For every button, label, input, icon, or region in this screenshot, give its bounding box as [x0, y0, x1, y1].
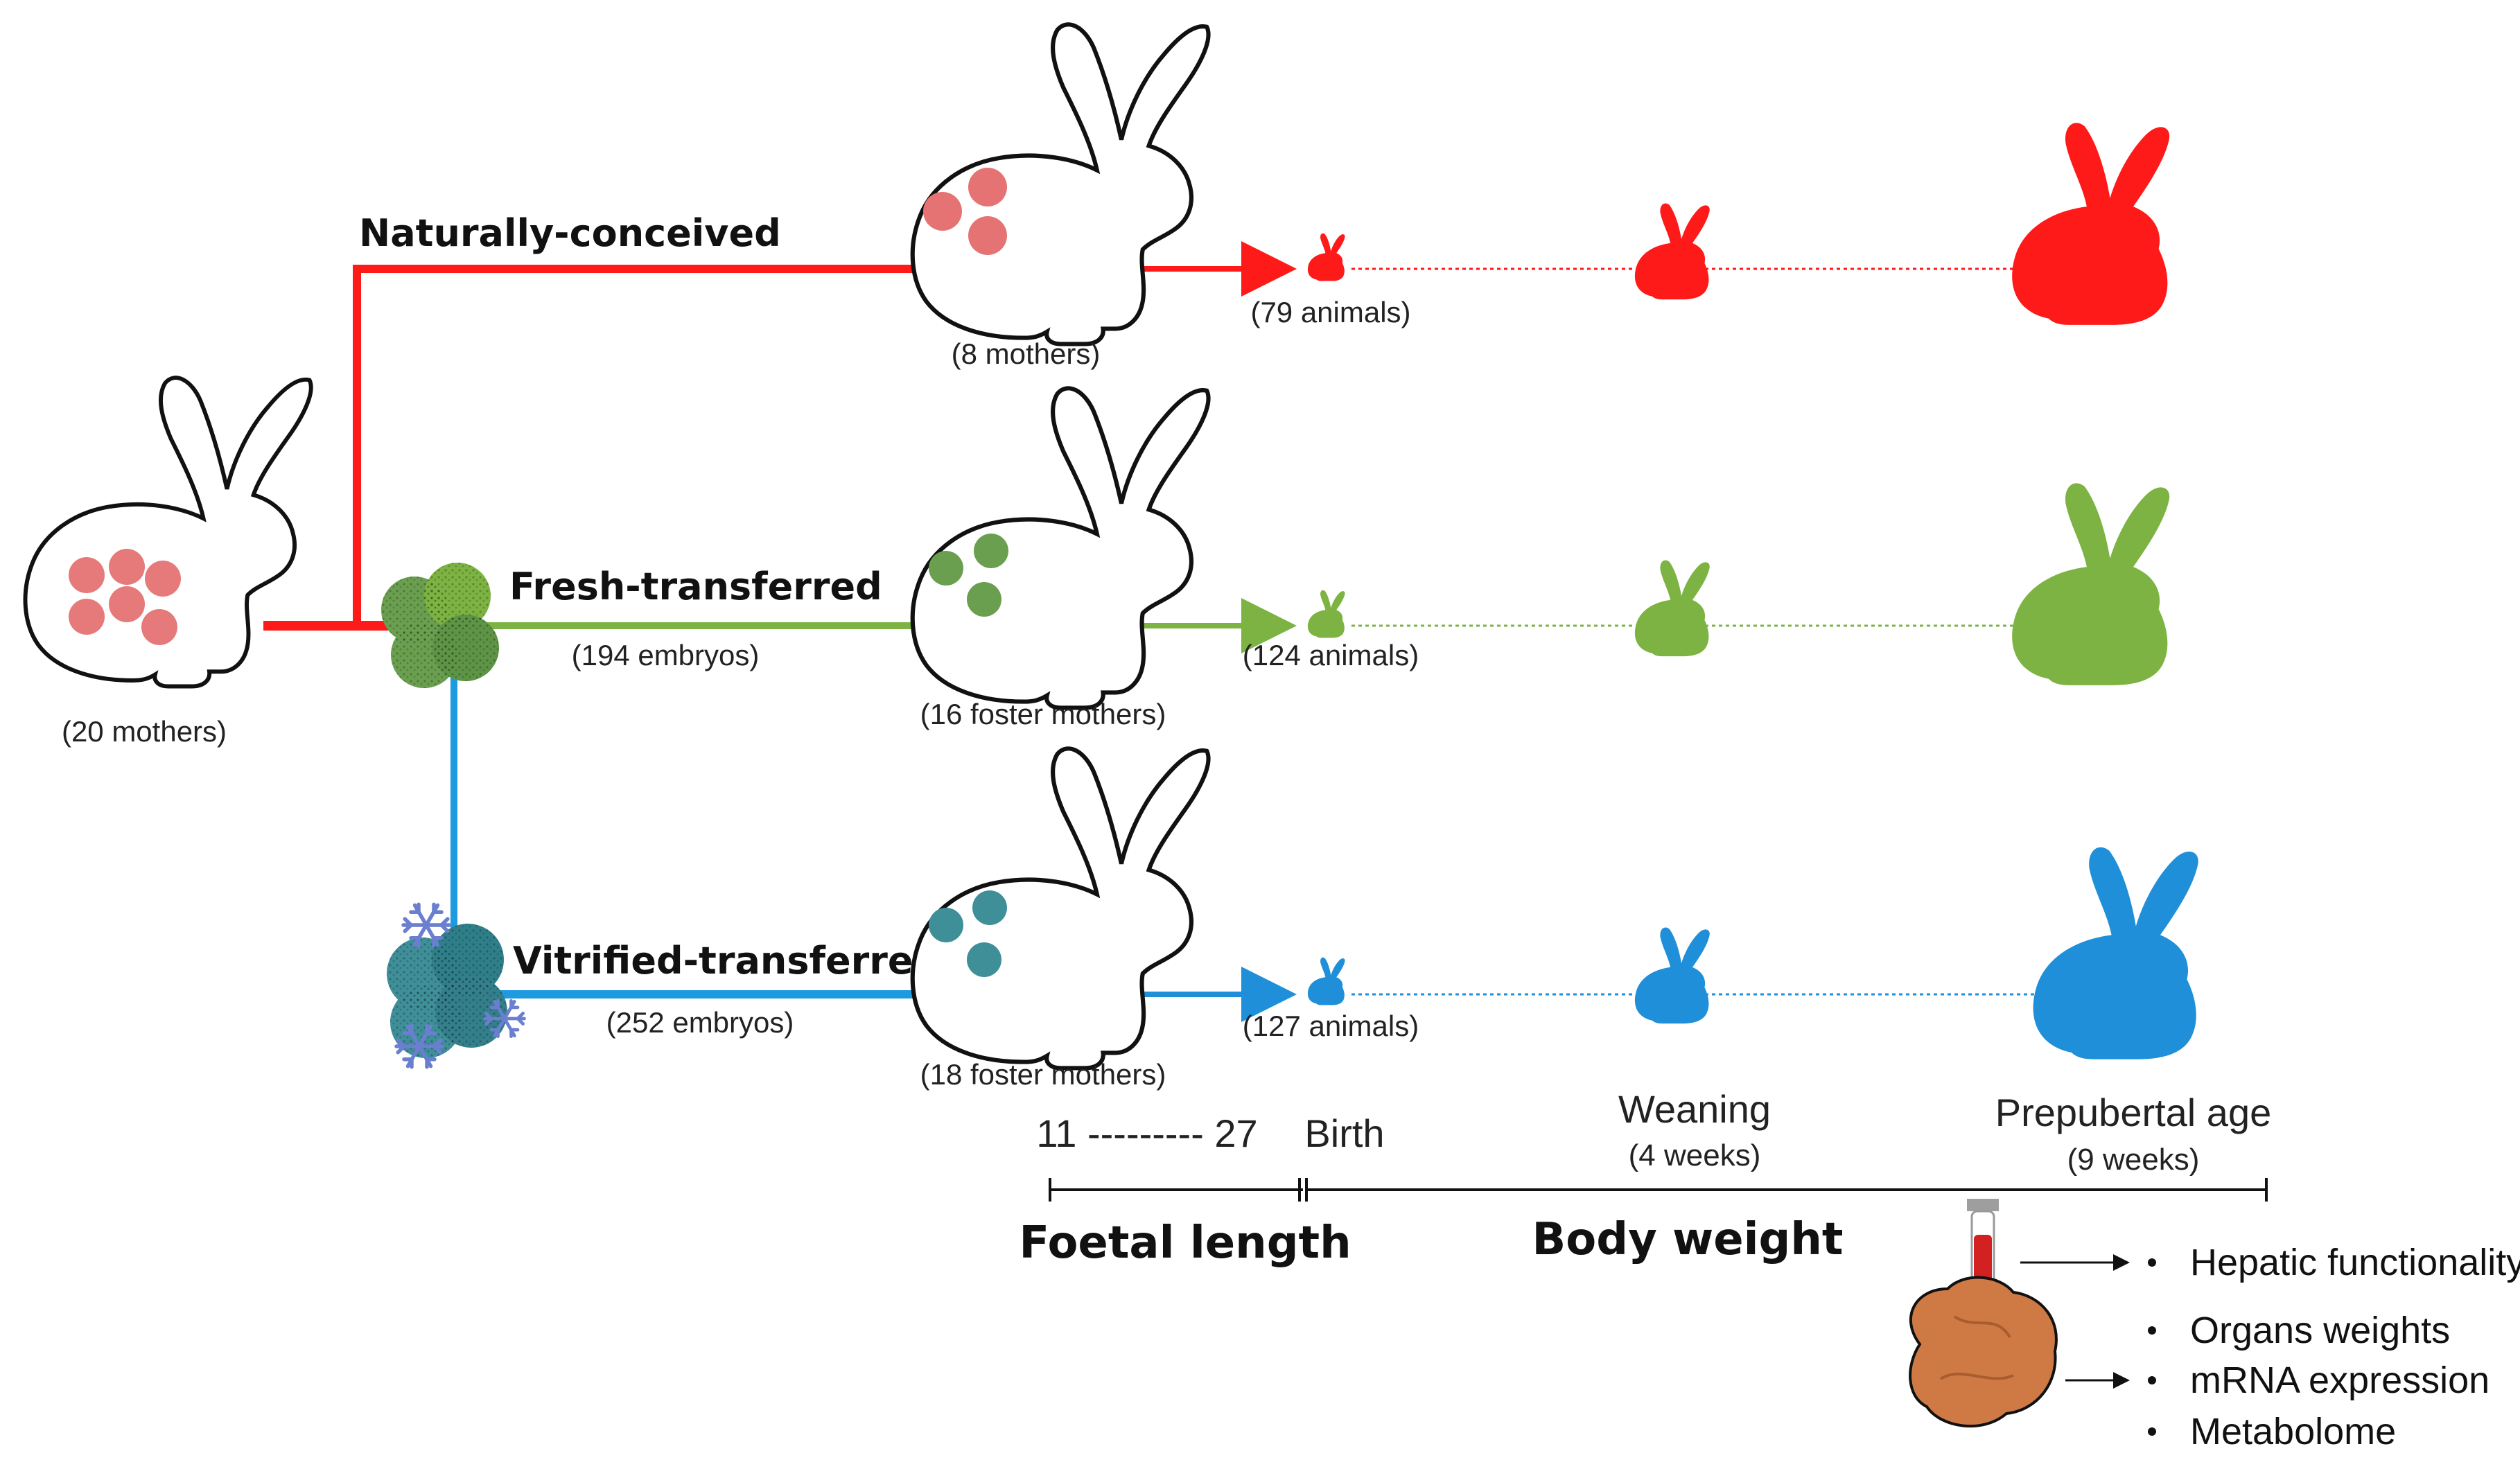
weaning-rabbit-fresh — [1634, 560, 1710, 657]
donor-mother: (20 mothers) — [26, 378, 311, 748]
mother-vitrified: (18 foster mothers) — [913, 748, 1209, 1091]
outcome-mrna-expression: mRNA expression — [2190, 1360, 2490, 1401]
offspring-fresh-birth: (124 animals) — [1243, 590, 1419, 671]
timeline-weaning-age: (4 weeks) — [1629, 1138, 1761, 1172]
outcome-hepatic: Hepatic functionality — [2190, 1242, 2520, 1283]
group-fresh-name: Fresh-transferred — [509, 565, 882, 608]
offspring-fresh-count: (124 animals) — [1243, 639, 1419, 671]
donor-count-label: (20 mothers) — [62, 715, 227, 748]
foetal-length-label: Foetal length — [1019, 1217, 1351, 1269]
mother-fresh: (16 foster mothers) — [913, 388, 1209, 730]
weaning-rabbit-vitrified — [1634, 927, 1710, 1024]
offspring-natural-birth: (79 animals) — [1250, 233, 1411, 328]
outcome-metabolome: Metabolome — [2190, 1411, 2396, 1452]
group-vitrified-name: Vitrified-transferred — [513, 939, 940, 983]
outcome-organs-weights: Organs weights — [2190, 1310, 2450, 1351]
offspring-vitrified-birth: (127 animals) — [1243, 957, 1419, 1042]
prepubertal-rabbit-fresh — [2012, 483, 2170, 685]
flow-connectors — [263, 241, 2107, 1022]
mother-natural-count: (8 mothers) — [952, 337, 1101, 370]
timeline-axis — [1049, 1178, 2268, 1202]
mother-fresh-count: (16 foster mothers) — [920, 698, 1166, 730]
timeline-prepubertal-age: (9 weeks) — [2067, 1143, 2200, 1177]
body-weight-label: Body weight — [1532, 1214, 1844, 1265]
offspring-natural-count: (79 animals) — [1250, 296, 1410, 328]
timeline-prepubertal: Prepubertal age — [1995, 1091, 2272, 1134]
vitrified-embryo-cluster — [387, 904, 525, 1066]
donor-embryos — [69, 549, 181, 645]
blood-tube-icon — [1967, 1199, 1999, 1289]
mother-vitrified-count: (18 foster mothers) — [920, 1058, 1166, 1091]
liver-icon — [1909, 1276, 2058, 1428]
timeline: 11 --------- 27 Birth Weaning (4 weeks) … — [1019, 1087, 2271, 1269]
fresh-embryo-cluster — [381, 563, 499, 688]
outcomes: Hepatic functionality Organs weights mRN… — [1909, 1199, 2520, 1452]
timeline-gestation-days: 11 --------- 27 — [1036, 1111, 1257, 1155]
prepubertal-rabbit-natural — [2012, 123, 2170, 325]
timeline-weaning: Weaning — [1618, 1087, 1771, 1131]
timeline-birth: Birth — [1304, 1111, 1384, 1155]
group-natural-name: Naturally-conceived — [359, 211, 781, 255]
offspring-vitrified-count: (127 animals) — [1243, 1010, 1419, 1042]
weaning-rabbit-natural — [1634, 203, 1710, 300]
mother-natural: (8 mothers) — [913, 24, 1209, 370]
group-vitrified-embryos: (252 embryos) — [606, 1006, 794, 1039]
prepubertal-rabbit-vitrified — [2033, 847, 2198, 1059]
group-fresh-embryos: (194 embryos) — [572, 639, 760, 671]
